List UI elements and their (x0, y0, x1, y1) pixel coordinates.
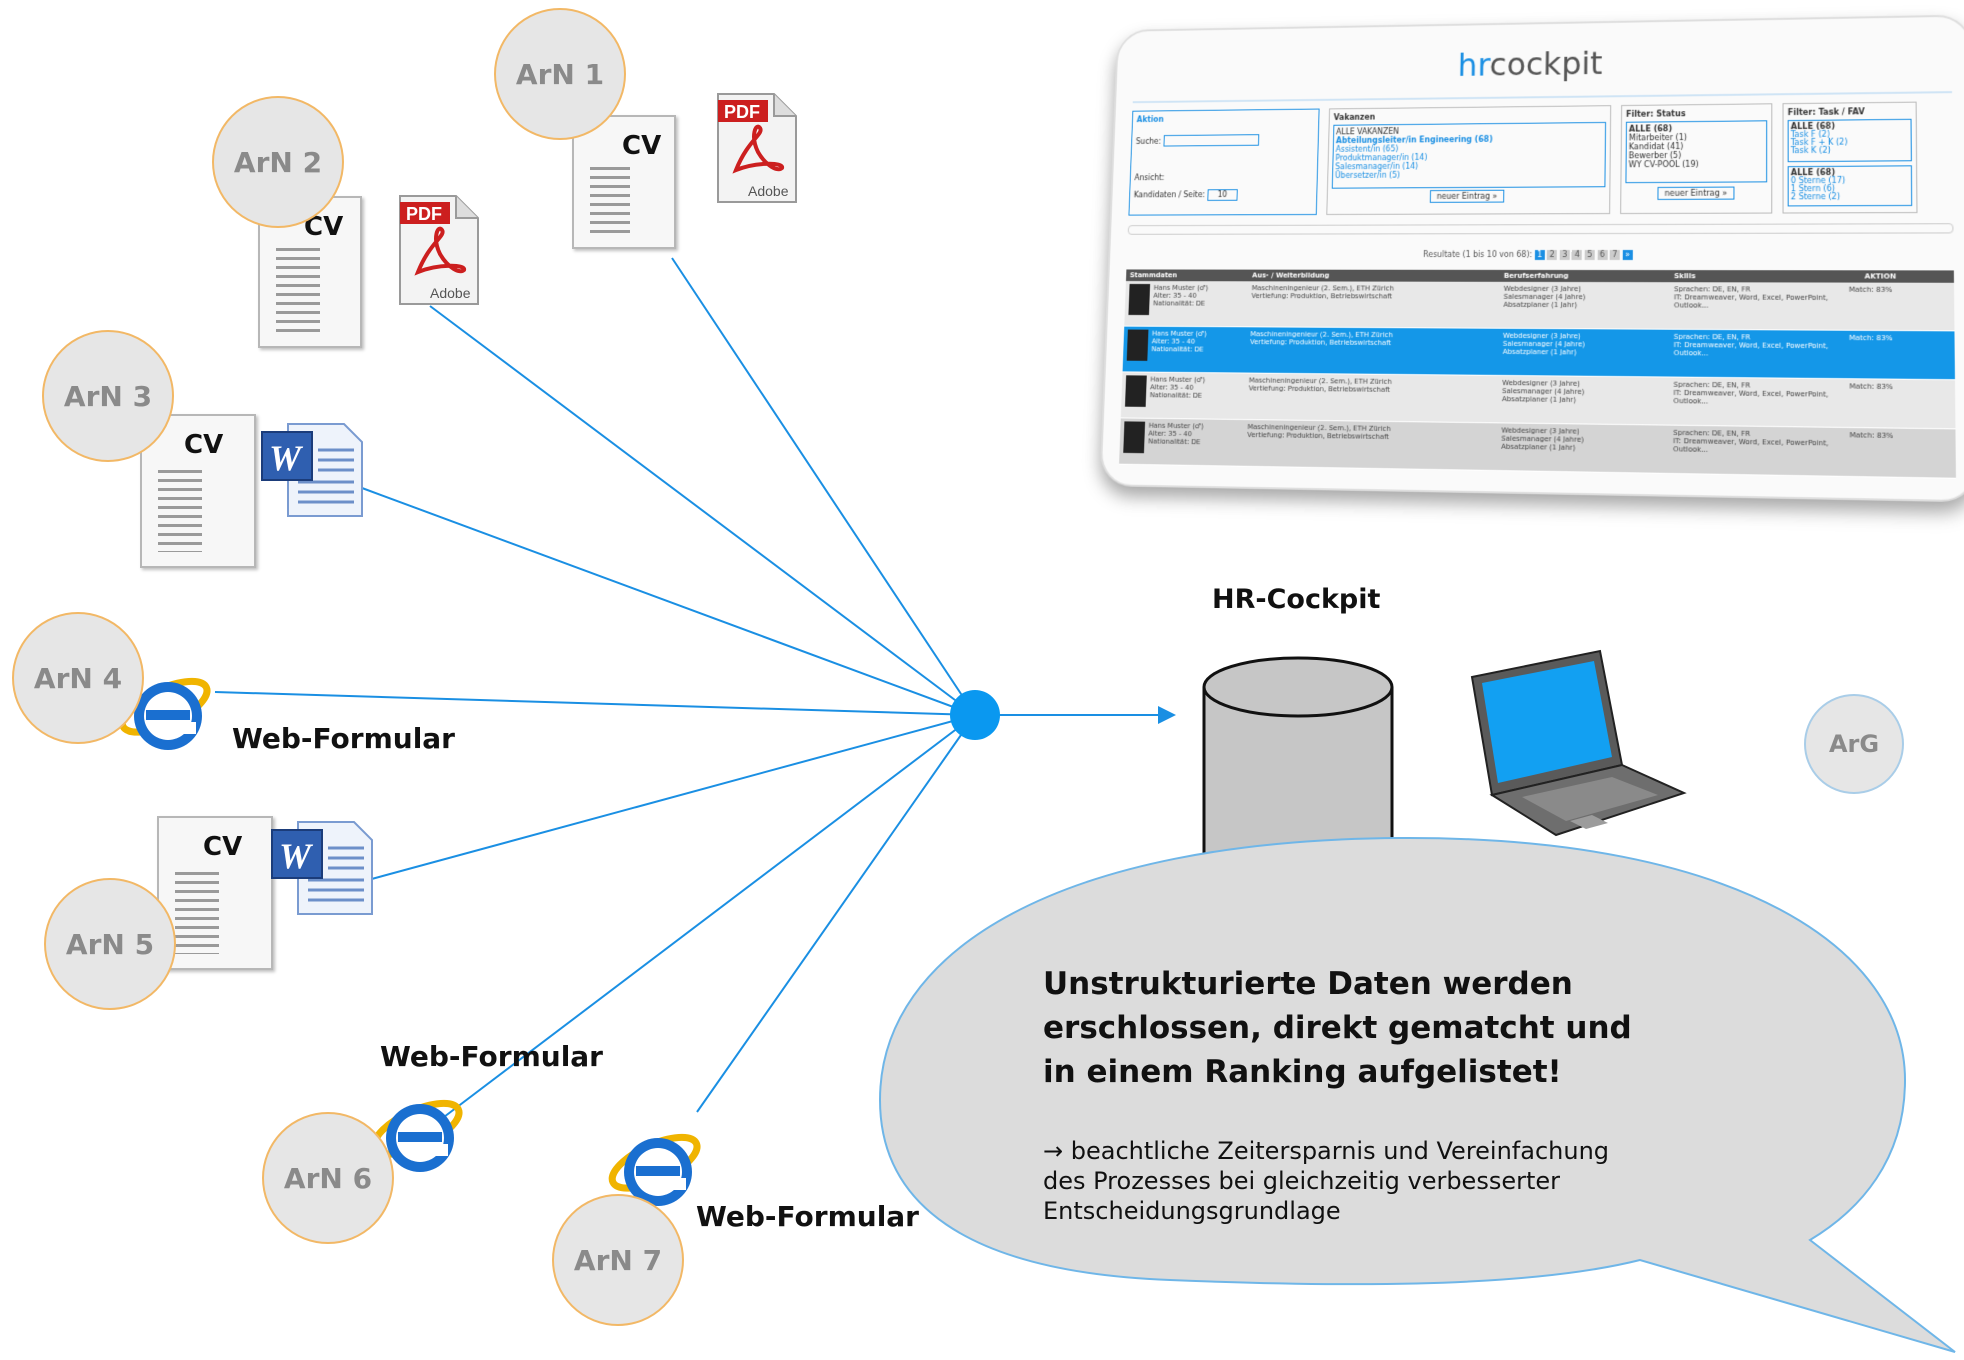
body-line: Entscheidungsgrundlage (1043, 1197, 1341, 1225)
hub-node (950, 690, 1000, 740)
word-document-icon: W (271, 821, 373, 915)
web-form-label-arn4: Web-Formular (232, 722, 455, 755)
cv-document-arn1: CV (572, 115, 676, 249)
node-arn4: ArN 4 (12, 612, 144, 744)
web-form-label-arn7: Web-Formular (696, 1200, 919, 1233)
line-arn1 (671, 257, 976, 716)
svg-text:Adobe: Adobe (430, 285, 471, 301)
node-arn3: ArN 3 (42, 330, 174, 462)
cv-label: CV (622, 131, 662, 161)
headline-line: erschlossen, direkt gematcht und (1043, 1010, 1632, 1046)
svg-text:PDF: PDF (724, 102, 760, 122)
cv-document-arn5: CV (157, 816, 273, 970)
headline-line: Unstrukturierte Daten werden (1043, 966, 1573, 1002)
line-arn3 (361, 487, 976, 716)
line-arn6 (439, 714, 976, 1121)
node-arn1: ArN 1 (494, 8, 626, 140)
hr-cockpit-label: HR-Cockpit (1212, 584, 1381, 615)
pdf-icon: PDF Adobe (717, 93, 797, 203)
node-arg: ArG (1804, 694, 1904, 794)
pdf-icon: PDF Adobe (399, 195, 479, 305)
headline-line: in einem Ranking aufgelistet! (1043, 1054, 1562, 1090)
line-arn4 (214, 691, 976, 716)
cv-label: CV (184, 430, 224, 460)
bubble-headline: Unstrukturierte Daten werden erschlossen… (1043, 962, 1632, 1094)
line-arn2 (429, 305, 976, 716)
arrow-head (1158, 706, 1176, 724)
node-arn2: ArN 2 (212, 96, 344, 228)
node-arn7: ArN 7 (552, 1194, 684, 1326)
cv-label: CV (203, 832, 243, 862)
line-arn7 (696, 714, 976, 1113)
word-document-icon: W (261, 423, 363, 517)
web-form-label-arn6: Web-Formular (380, 1040, 603, 1073)
svg-text:PDF: PDF (406, 204, 442, 224)
svg-text:W: W (279, 836, 314, 876)
body-line: → beachtliche Zeitersparnis und Vereinfa… (1043, 1137, 1610, 1165)
cv-document-arn3: CV (140, 414, 256, 568)
bubble-body: → beachtliche Zeitersparnis und Vereinfa… (1043, 1136, 1609, 1226)
line-arn5 (367, 714, 976, 881)
node-arn5: ArN 5 (44, 878, 176, 1010)
svg-text:Adobe: Adobe (748, 183, 789, 199)
laptop-icon (1470, 649, 1687, 837)
browser-e-icon (608, 1133, 701, 1206)
browser-e-icon (370, 1099, 463, 1172)
body-line: des Prozesses bei gleichzeitig verbesser… (1043, 1167, 1561, 1195)
svg-text:W: W (269, 438, 304, 478)
node-arn6: ArN 6 (262, 1112, 394, 1244)
